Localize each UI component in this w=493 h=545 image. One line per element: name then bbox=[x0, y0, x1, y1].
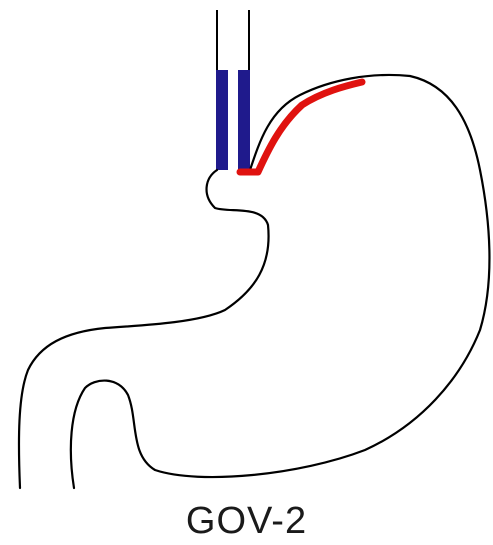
stomach-outline bbox=[19, 75, 490, 488]
esophageal-band-right bbox=[238, 70, 250, 170]
esophageal-band-left bbox=[216, 70, 228, 170]
diagram-caption: GOV-2 bbox=[0, 500, 493, 543]
